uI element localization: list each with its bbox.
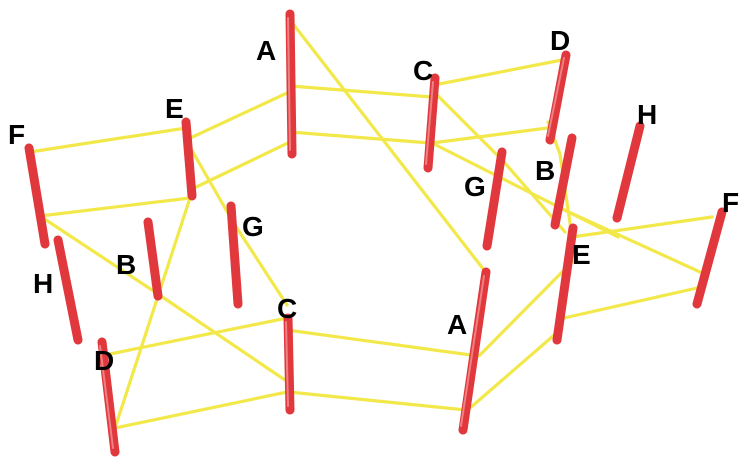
rod (468, 328, 562, 410)
rod (103, 316, 289, 357)
post-highlight (99, 345, 114, 449)
post-g-left (226, 201, 243, 309)
label-a-top: A (256, 35, 276, 66)
label-b-left: B (116, 249, 136, 280)
post-f-left (24, 143, 50, 249)
rod (570, 215, 714, 239)
post-f-right (692, 207, 727, 309)
post-d-bottom (97, 337, 120, 457)
label-h-left: H (33, 268, 53, 299)
post-b-right (550, 133, 577, 230)
rod (562, 286, 699, 320)
post-a-bottom (458, 267, 491, 435)
connector-rods (28, 18, 714, 430)
rod (432, 58, 564, 87)
rod (430, 125, 557, 145)
post-h-left (53, 235, 83, 345)
rod (288, 84, 434, 99)
rod (28, 126, 188, 154)
label-e-top: E (165, 93, 184, 124)
rod (288, 18, 486, 272)
label-g-right: G (464, 171, 486, 202)
label-c-top: C (413, 55, 433, 86)
rod (285, 328, 480, 358)
post-labels: A C D E F H B G F E G H B C A D (8, 25, 739, 376)
post-highlight (287, 17, 291, 151)
post-a-top (285, 9, 297, 159)
post-e-top (181, 117, 197, 201)
rod (184, 91, 289, 142)
label-e-right: E (572, 239, 591, 270)
label-d-top: D (550, 25, 570, 56)
rod (432, 90, 506, 164)
post-b-left (143, 217, 163, 301)
rod (113, 390, 289, 430)
label-h-right: H (637, 99, 657, 130)
rod (288, 130, 432, 145)
label-g-left: G (242, 211, 264, 242)
label-d-bottom: D (94, 345, 114, 376)
post-highlight (547, 57, 565, 137)
post-highlight (285, 321, 289, 407)
post-c-bottom (283, 313, 295, 415)
rod (188, 140, 292, 192)
post-d-top (545, 50, 571, 145)
label-f-right: F (722, 187, 739, 218)
rod (558, 206, 702, 274)
rod (287, 390, 468, 412)
post-highlight (460, 275, 485, 427)
label-c-bottom: C (277, 293, 297, 324)
post-highlights (99, 17, 565, 449)
rod (231, 220, 289, 307)
post-highlight (425, 81, 434, 165)
label-f-left: F (8, 119, 25, 150)
post-e-right (552, 223, 578, 345)
rod (113, 196, 192, 430)
label-a-bottom: A (447, 309, 467, 340)
posts (24, 9, 727, 457)
rod (478, 260, 574, 357)
rod (184, 138, 235, 224)
post-g-right (482, 147, 507, 251)
rod (38, 214, 157, 294)
rod (38, 196, 192, 218)
post-h-right (612, 121, 645, 223)
post-c-top (423, 73, 440, 173)
label-b-right: B (535, 155, 555, 186)
rod (153, 290, 287, 382)
